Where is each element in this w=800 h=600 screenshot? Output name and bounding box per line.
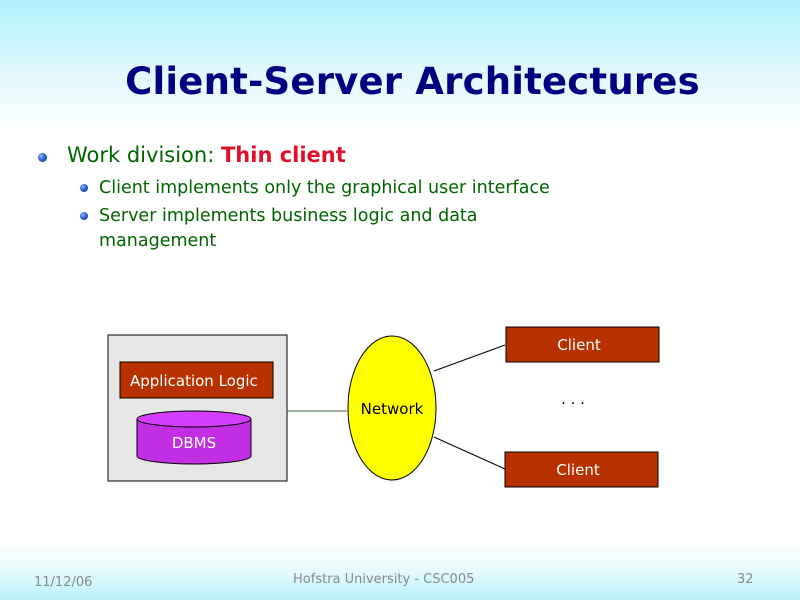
bullet-work-division: Work division: Thin client <box>67 143 346 167</box>
sub-bullet-client: Client implements only the graphical use… <box>99 178 550 198</box>
slide-title: Client-Server Architectures <box>125 60 700 103</box>
footer-date: 11/12/06 <box>34 575 93 590</box>
bullet-icon <box>80 212 88 220</box>
client-label: Client <box>556 461 600 479</box>
client-label: Client <box>557 336 601 354</box>
sub-bullet-server: Server implements business logic and dat… <box>99 206 478 251</box>
application-logic-box <box>119 361 274 399</box>
client-box <box>504 451 659 488</box>
network-client-link <box>433 344 506 372</box>
footer-title: Hofstra University - CSC005 <box>293 572 475 587</box>
dbms-label: DBMS <box>172 434 216 452</box>
application-logic-label: Application Logic <box>130 372 258 390</box>
network-label: Network <box>361 400 424 418</box>
dbms-cylinder <box>136 410 252 465</box>
network-ellipse <box>347 335 437 481</box>
page-number: 32 <box>737 572 754 587</box>
network-client-link <box>433 436 506 470</box>
bullet-prefix: Work division: <box>67 143 221 167</box>
bullet-emphasis: Thin client <box>220 143 346 167</box>
bullet-icon <box>80 184 88 192</box>
bullet-icon <box>38 153 47 162</box>
client-box <box>505 326 660 363</box>
ellipsis-label: . . . <box>561 390 585 408</box>
